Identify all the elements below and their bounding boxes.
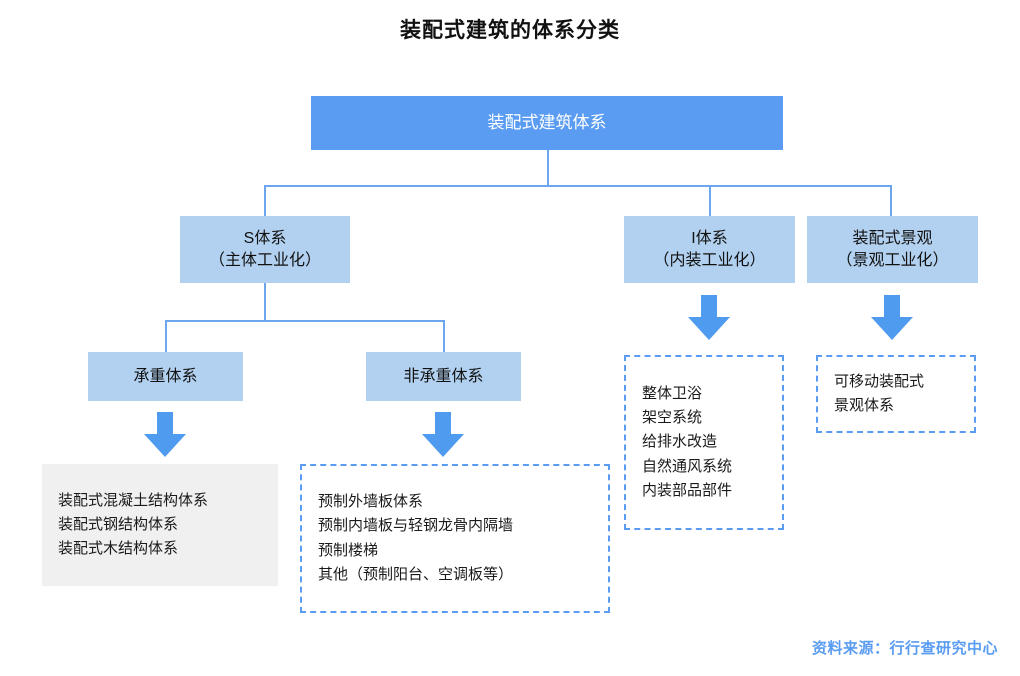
- leaf-load-bearing-items: 装配式混凝土结构体系 装配式钢结构体系 装配式木结构体系: [42, 464, 278, 586]
- node-root-label: 装配式建筑体系: [487, 112, 607, 132]
- connector-drop-load-bearing: [165, 320, 167, 352]
- list-item: 预制内墙板与轻钢龙骨内隔墙: [318, 517, 514, 535]
- node-i-system-label-1: I体系: [691, 230, 728, 248]
- list-item: 整体卫浴: [642, 384, 703, 402]
- node-i-system-label-2: （内装工业化）: [653, 251, 766, 269]
- list-item: 架空系统: [642, 409, 703, 427]
- node-s-system-label-2: （主体工业化）: [208, 251, 321, 269]
- node-root[interactable]: 装配式建筑体系: [311, 96, 783, 150]
- list-item: 装配式混凝土结构体系: [58, 491, 209, 509]
- node-s-system-label-1: S体系: [243, 230, 287, 248]
- node-landscape-system-label-1: 装配式景观: [852, 230, 933, 248]
- leaf-i-system-items: 整体卫浴 架空系统 给排水改造 自然通风系统 内装部品部件: [624, 355, 784, 530]
- node-s-system[interactable]: S体系 （主体工业化）: [180, 216, 350, 283]
- arrow-down-i-system: [687, 295, 731, 341]
- page-title: 装配式建筑的体系分类: [400, 19, 620, 42]
- list-item: 自然通风系统: [642, 457, 733, 475]
- node-load-bearing[interactable]: 承重体系: [88, 352, 243, 401]
- connector-root-down: [547, 150, 549, 186]
- leaf-non-load-bearing-items: 预制外墙板体系 预制内墙板与轻钢龙骨内隔墙 预制楼梯 其他（预制阳台、空调板等）: [300, 464, 610, 613]
- node-landscape-system[interactable]: 装配式景观 （景观工业化）: [807, 216, 978, 283]
- arrow-down-non-load-bearing: [421, 412, 465, 458]
- list-item: 给排水改造: [642, 433, 718, 451]
- list-item: 可移动装配式: [834, 372, 925, 390]
- list-item: 装配式木结构体系: [58, 540, 179, 558]
- list-item: 预制楼梯: [318, 541, 379, 559]
- list-item: 装配式钢结构体系: [58, 515, 179, 533]
- arrow-down-load-bearing: [143, 412, 187, 458]
- list-item: 预制外墙板体系: [318, 492, 424, 510]
- connector-drop-s-system: [264, 185, 266, 217]
- connector-level3-bus: [165, 320, 445, 322]
- source-footer: 资料来源：行行查研究中心: [811, 640, 998, 657]
- node-landscape-system-label-2: （景观工业化）: [836, 251, 949, 269]
- connector-s-system-down: [264, 283, 266, 321]
- node-non-load-bearing[interactable]: 非承重体系: [366, 352, 521, 401]
- node-i-system[interactable]: I体系 （内装工业化）: [624, 216, 795, 283]
- list-item: 景观体系: [834, 397, 895, 414]
- connector-drop-landscape-system: [890, 185, 892, 217]
- connector-drop-i-system: [709, 185, 711, 217]
- connector-level2-bus: [264, 185, 891, 187]
- arrow-down-landscape-system: [870, 295, 914, 341]
- node-load-bearing-label: 承重体系: [133, 367, 198, 385]
- list-item: 其他（预制阳台、空调板等）: [318, 565, 514, 583]
- leaf-landscape-system-items: 可移动装配式 景观体系: [816, 355, 976, 433]
- node-non-load-bearing-label: 非承重体系: [403, 367, 484, 385]
- connector-drop-non-load-bearing: [443, 320, 445, 352]
- list-item: 内装部品部件: [642, 481, 733, 499]
